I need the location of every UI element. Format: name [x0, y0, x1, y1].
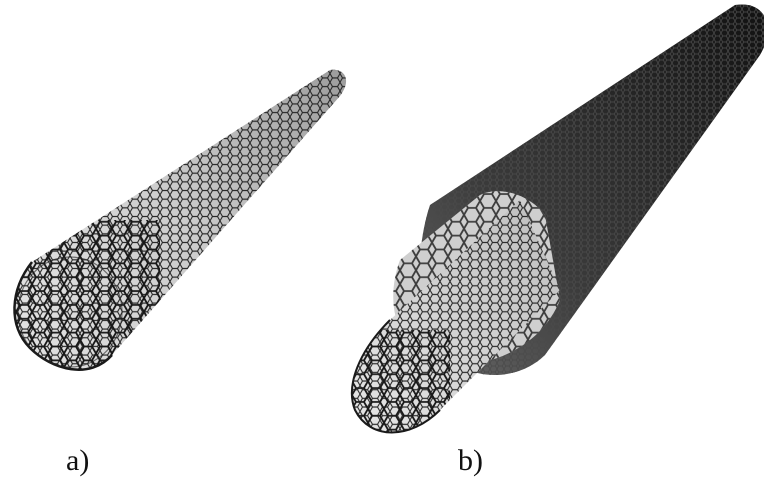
- panel-label-a: a): [66, 446, 89, 476]
- single-wall-nanotube-illustration: [0, 60, 360, 390]
- panel-label-b: b): [458, 446, 483, 476]
- multi-wall-nanotube-illustration: [340, 0, 764, 450]
